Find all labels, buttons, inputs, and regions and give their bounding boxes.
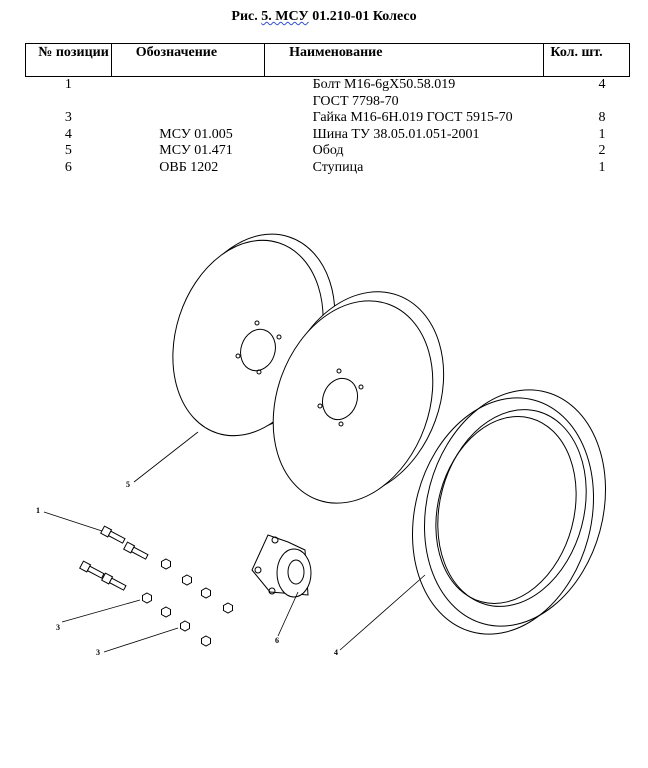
tire [412,389,606,635]
cell-position: 4 [64,126,72,142]
cell-qty: 4 [598,77,606,92]
callout-3a: 3 [56,623,60,632]
bolts [79,525,149,591]
table-row: 1 Болт М16-6gX50.58.019 4 [26,77,630,94]
callout-1: 1 [36,506,40,515]
rim-2 [272,291,445,504]
cell-position: 5 [64,143,72,159]
table-row: 5 МСУ 01.471 Обод 2 [26,143,630,160]
table-row: ГОСТ 7798-70 [26,94,630,111]
cell-name: Обод [312,143,344,159]
callout-3b: 3 [96,648,100,657]
cell-qty: 1 [598,126,606,142]
cell-designation: МСУ 01.471 [159,143,233,159]
cell-designation: ОВБ 1202 [159,159,219,175]
nuts [142,558,233,647]
parts-table: № позиции Обозначение Наименование Кол. … [25,43,630,177]
cell-qty: 1 [598,159,606,175]
table-row: 4 МСУ 01.005 Шина ТУ 38.05.01.051-2001 1 [26,127,630,144]
cell-position: 3 [64,110,72,126]
cell-name: Болт М16-6gX50.58.019 [312,77,456,92]
header-designation: Обозначение [110,43,266,77]
caption-suffix: 01.210-01 Колесо [308,9,417,24]
caption-underlined: 5. МСУ [261,9,309,24]
table-header-row: № позиции Обозначение Наименование Кол. … [25,43,630,77]
table-row: 6 ОВБ 1202 Ступица 1 [26,160,630,177]
cell-name: Шина ТУ 38.05.01.051-2001 [312,126,480,142]
cell-qty: 8 [598,110,606,126]
header-qty: Кол. шт. [543,43,630,77]
cell-designation: МСУ 01.005 [159,126,233,142]
cell-name: ГОСТ 7798-70 [312,93,399,109]
callout-6: 6 [275,636,279,645]
callout-5: 5 [126,480,130,489]
hub [251,534,312,598]
cell-position: 6 [64,159,72,175]
header-name: Наименование [264,43,545,77]
caption-prefix: Рис. [231,9,262,24]
leader-lines [43,431,426,653]
cell-name: Ступица [312,159,364,175]
table-row: 3 Гайка М16-6Н.019 ГОСТ 5915-70 8 [26,110,630,127]
callout-4: 4 [334,648,338,657]
cell-position: 1 [64,77,72,92]
cell-qty: 2 [598,143,606,159]
figure-caption: Рис. 5. МСУ 01.210-01 Колесо [0,9,648,25]
cell-name: Гайка М16-6Н.019 ГОСТ 5915-70 [312,110,513,126]
